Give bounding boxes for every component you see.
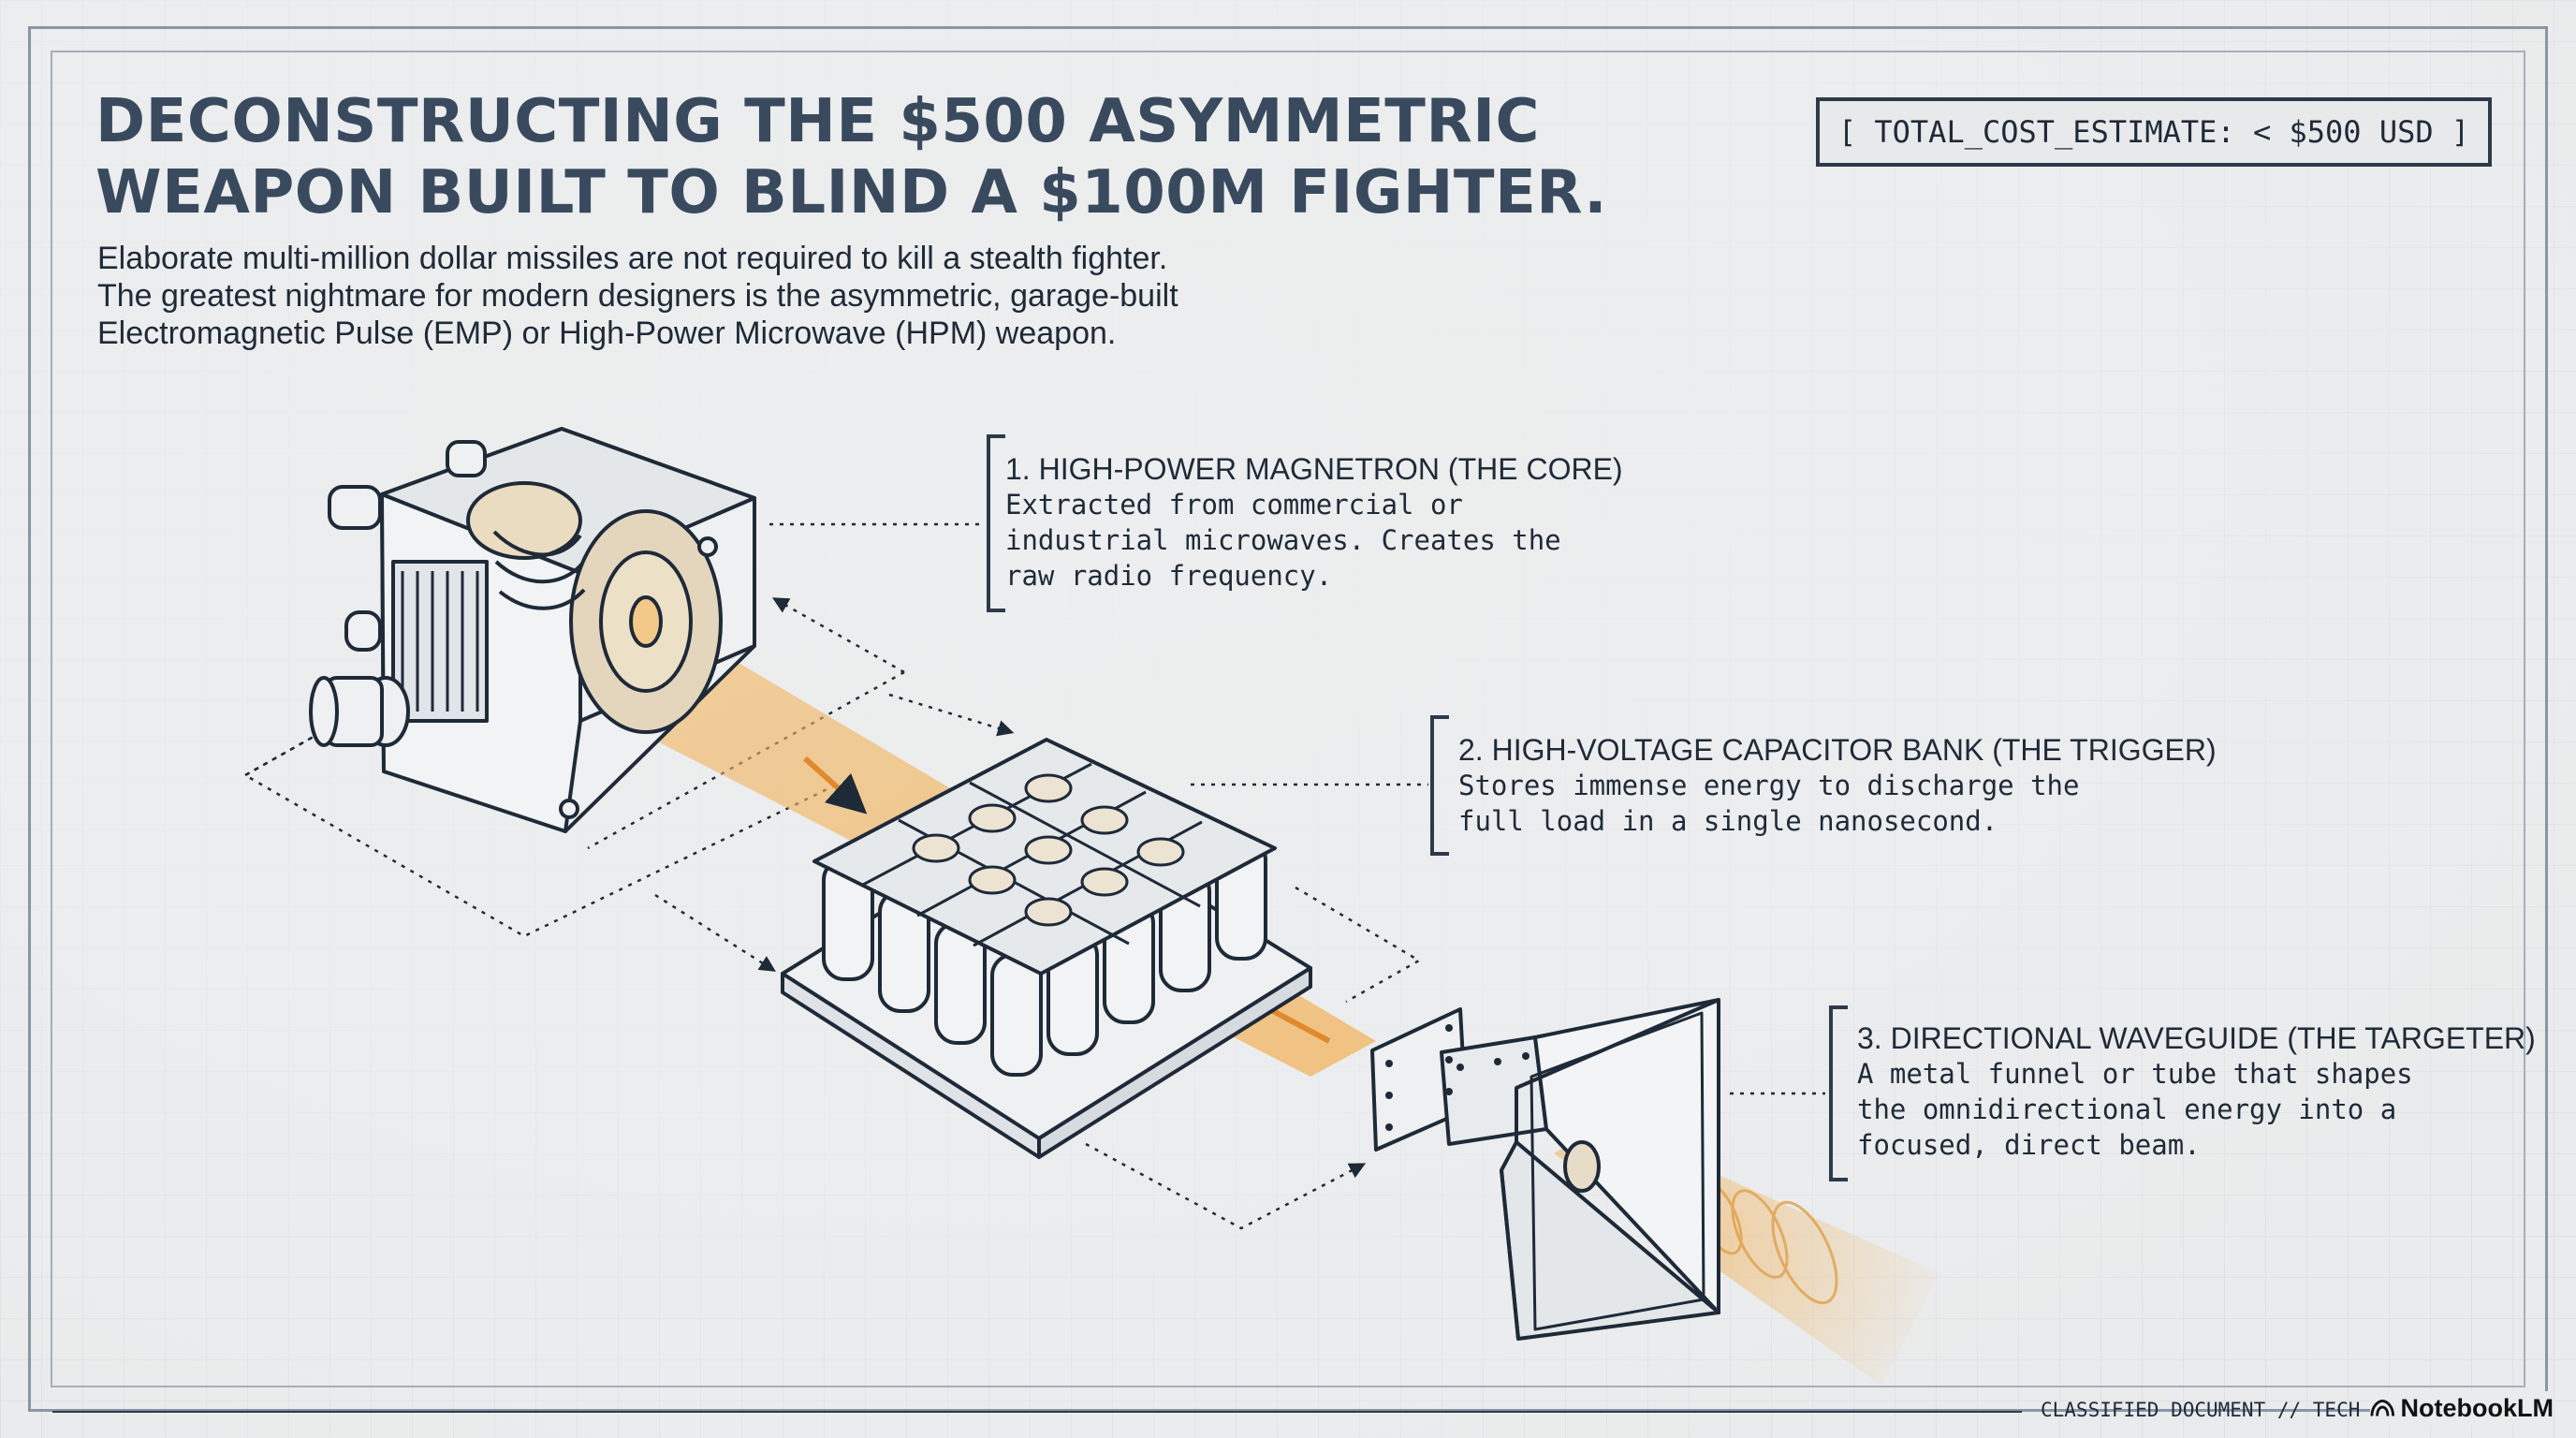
magnetron-desc-line-3: raw radio frequency. — [1005, 560, 1333, 592]
capacitor-description: Stores immense energy to discharge the f… — [1458, 768, 2217, 839]
guide-arrow-to-magnetron — [771, 597, 905, 674]
component-label-waveguide: 3. DIRECTIONAL WAVEGUIDE (THE TARGETER) … — [1857, 1020, 2536, 1163]
outer-frame — [28, 26, 2548, 1412]
component-label-magnetron: 1. HIGH-POWER MAGNETRON (THE CORE) Extra… — [1005, 451, 1623, 594]
brand-text: NotebookLM — [2400, 1393, 2554, 1422]
magnetron-desc-line-2: industrial microwaves. Creates the — [1005, 524, 1561, 556]
inner-frame — [51, 51, 2525, 1387]
component-label-capacitor-bank: 2. HIGH-VOLTAGE CAPACITOR BANK (THE TRIG… — [1458, 732, 2217, 839]
waveguide-description: A metal funnel or tube that shapes the o… — [1857, 1056, 2536, 1163]
assembly-guide-lines — [242, 522, 1825, 1230]
total-cost-estimate-box: [ TOTAL_COST_ESTIMATE: < $500 USD ] — [1816, 97, 2492, 167]
capacitor-bank-illustration — [781, 738, 1312, 1159]
waveguide-heading: 3. DIRECTIONAL WAVEGUIDE (THE TARGETER) — [1857, 1021, 2536, 1055]
magnetron-heading: 1. HIGH-POWER MAGNETRON (THE CORE) — [1005, 452, 1623, 486]
page-title: DECONSTRUCTING THE $500 ASYMMETRIC WEAPO… — [95, 86, 1608, 228]
guide-magnetron-to-bank — [587, 670, 905, 850]
magnetron-illustration — [309, 427, 756, 833]
guide-bank-right — [1295, 886, 1422, 1004]
guide-magnetron-loop — [242, 715, 842, 938]
subtitle-line-3: Electromagnetic Pulse (EMP) or High-Powe… — [97, 315, 1117, 351]
label-brackets — [987, 434, 1848, 1181]
guide-arrow-to-waveguide — [1085, 1142, 1367, 1230]
waveguide-desc-line-2: the omnidirectional energy into a — [1857, 1093, 2397, 1125]
capacitor-desc-line-1: Stores immense energy to discharge the — [1458, 770, 2080, 801]
capacitor-desc-line-2: full load in a single nanosecond. — [1458, 805, 1998, 837]
waveguide-desc-line-3: focused, direct beam. — [1857, 1129, 2201, 1161]
guide-arrow-to-bank-bottom — [654, 893, 776, 972]
subtitle-line-1: Elaborate multi-million dollar missiles … — [97, 241, 1168, 276]
magnetron-description: Extracted from commercial or industrial … — [1005, 487, 1623, 594]
guide-arrow-to-bank-top — [888, 693, 1015, 737]
title-line-2: WEAPON BUILT TO BLIND A $100M FIGHTER. — [95, 158, 1608, 227]
waveguide-desc-line-1: A metal funnel or tube that shapes — [1857, 1058, 2413, 1090]
waveguide-illustration — [1370, 998, 1720, 1341]
title-line-1: DECONSTRUCTING THE $500 ASYMMETRIC — [95, 87, 1540, 156]
magnetron-desc-line-1: Extracted from commercial or — [1005, 489, 1463, 521]
subtitle-line-2: The greatest nightmare for modern design… — [97, 278, 1178, 314]
notebooklm-watermark: NotebookLM — [2370, 1391, 2554, 1425]
subtitle: Elaborate multi-million dollar missiles … — [97, 240, 1314, 352]
capacitor-heading: 2. HIGH-VOLTAGE CAPACITOR BANK (THE TRIG… — [1458, 733, 2217, 767]
classification-footer: CLASSIFIED DOCUMENT // TECH — [2041, 1399, 2361, 1421]
notebooklm-logo-icon — [2370, 1400, 2395, 1416]
